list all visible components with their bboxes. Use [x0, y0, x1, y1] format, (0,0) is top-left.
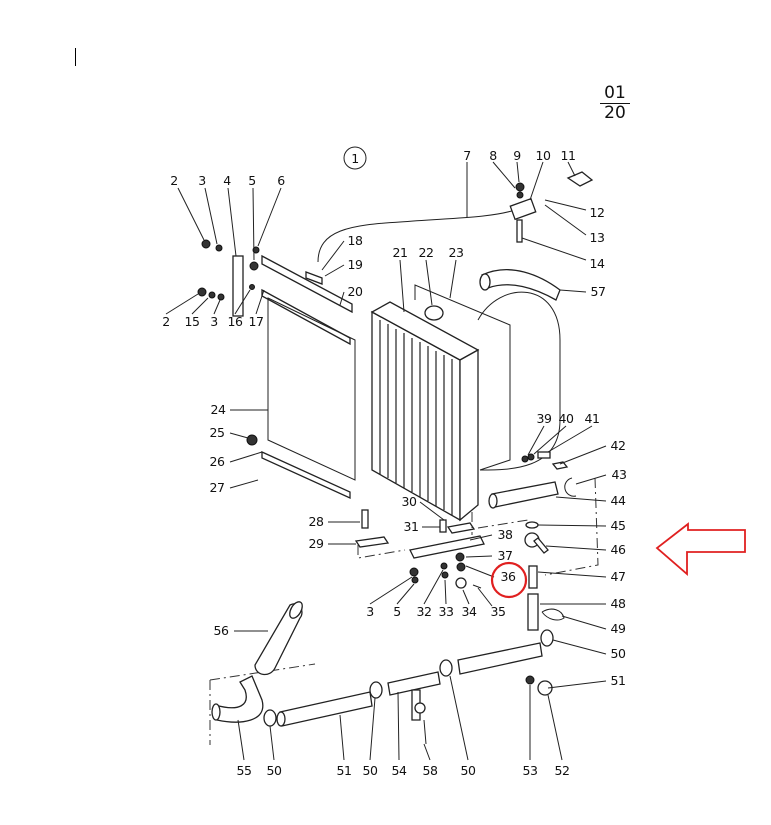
callout-label-21: 21: [393, 245, 408, 260]
callout-label-8: 8: [489, 148, 497, 163]
callout-label-42: 42: [611, 438, 626, 453]
callout-label-35: 35: [491, 604, 506, 619]
callout-label-44: 44: [611, 493, 626, 508]
callout-label-57: 57: [591, 284, 606, 299]
callout-label-53: 53: [523, 763, 538, 778]
callout-label-29: 29: [309, 536, 324, 551]
callout-label-4: 4: [223, 173, 231, 188]
callout-label-39: 39: [537, 411, 552, 426]
callout-label-2: 2: [162, 314, 169, 329]
callout-label-22: 22: [419, 245, 434, 260]
callout-label-16: 16: [228, 314, 243, 329]
text-cursor: [75, 48, 76, 66]
callout-label-48: 48: [611, 596, 626, 611]
callout-label-31: 31: [404, 519, 419, 534]
callout-label-26: 26: [210, 454, 225, 469]
page-ref-bottom: 20: [604, 103, 626, 123]
callout-label-50: 50: [461, 763, 476, 778]
callout-label-7: 7: [463, 148, 470, 163]
callout-label-50: 50: [363, 763, 378, 778]
page-ref-top: 01: [600, 84, 630, 104]
callout-label-28: 28: [309, 514, 324, 529]
callout-label-37: 37: [498, 548, 513, 563]
highlight-circle: [490, 561, 528, 599]
callout-label-12: 12: [590, 205, 605, 220]
page-reference: 01 20: [600, 84, 630, 123]
callout-label-3: 3: [366, 604, 373, 619]
callout-label-17: 17: [249, 314, 264, 329]
callout-label-55: 55: [237, 763, 252, 778]
callout-label-5: 5: [393, 604, 400, 619]
callout-label-33: 33: [439, 604, 454, 619]
callout-label-50: 50: [267, 763, 282, 778]
group-marker: 1: [343, 146, 367, 170]
callout-label-54: 54: [392, 763, 407, 778]
callout-label-41: 41: [585, 411, 600, 426]
callout-label-20: 20: [348, 284, 363, 299]
callout-label-52: 52: [555, 763, 570, 778]
callout-label-34: 34: [462, 604, 477, 619]
left-arrow-icon: [655, 522, 746, 576]
callout-label-47: 47: [611, 569, 626, 584]
callout-label-11: 11: [561, 148, 576, 163]
callout-label-2: 2: [170, 173, 177, 188]
callout-label-43: 43: [612, 467, 627, 482]
callout-label-27: 27: [210, 480, 225, 495]
callout-label-40: 40: [559, 411, 574, 426]
callout-label-30: 30: [402, 494, 417, 509]
drawing-lines: [165, 161, 607, 761]
group-number: 1: [351, 151, 358, 166]
callout-label-3: 3: [210, 314, 217, 329]
callout-label-36: 36: [501, 569, 516, 584]
callout-label-38: 38: [498, 527, 513, 542]
callout-label-15: 15: [185, 314, 200, 329]
callout-label-5: 5: [248, 173, 255, 188]
callout-label-32: 32: [417, 604, 432, 619]
callout-label-19: 19: [348, 257, 363, 272]
callout-label-50: 50: [611, 646, 626, 661]
callout-label-9: 9: [513, 148, 521, 163]
callout-label-14: 14: [590, 256, 605, 271]
callout-label-49: 49: [611, 621, 626, 636]
callout-label-24: 24: [211, 402, 226, 417]
callout-label-23: 23: [449, 245, 464, 260]
callout-label-58: 58: [423, 763, 438, 778]
callout-label-10: 10: [536, 148, 551, 163]
callout-label-56: 56: [214, 623, 229, 638]
callout-label-18: 18: [348, 233, 363, 248]
callout-label-13: 13: [590, 230, 605, 245]
callout-label-46: 46: [611, 542, 626, 557]
callout-label-51: 51: [337, 763, 352, 778]
callout-label-3: 3: [198, 173, 205, 188]
callout-label-45: 45: [611, 518, 626, 533]
callout-label-6: 6: [277, 173, 285, 188]
callout-label-25: 25: [210, 425, 225, 440]
callout-label-51: 51: [611, 673, 626, 688]
